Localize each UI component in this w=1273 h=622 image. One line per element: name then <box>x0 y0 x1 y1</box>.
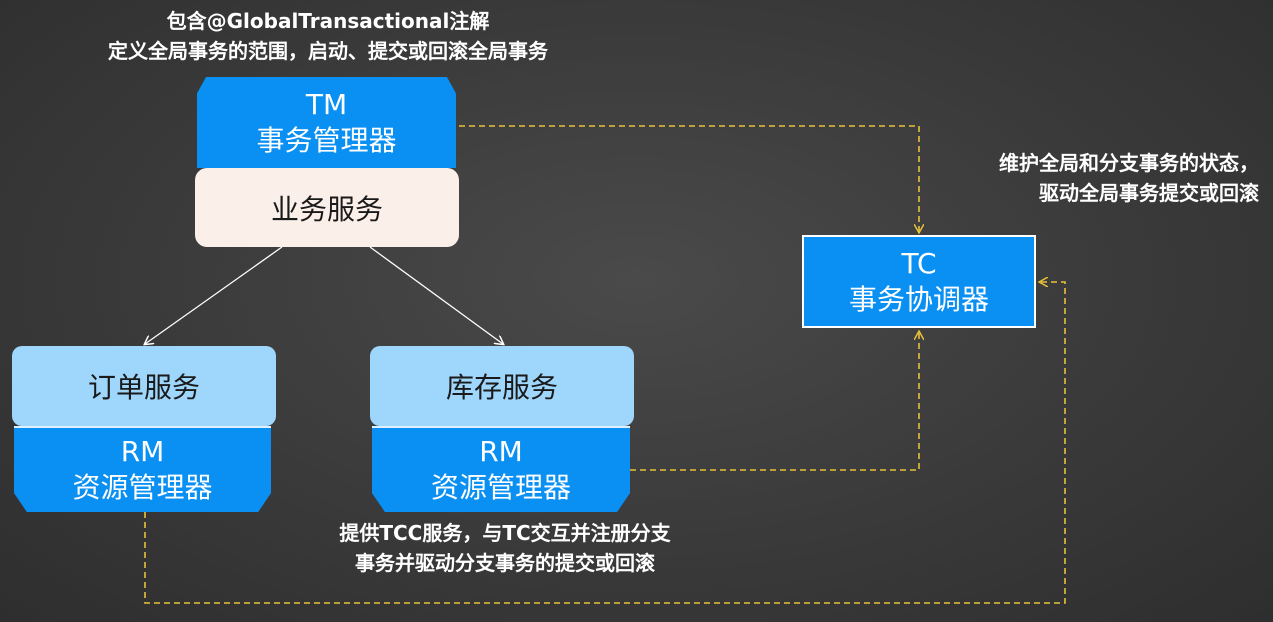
dashed-link-rm-order-to-tc <box>144 282 1066 604</box>
rm-description-line1: 提供TCC服务，与TC交互并注册分支 <box>339 521 671 545</box>
tm-name: 事务管理器 <box>256 123 397 157</box>
rm-inventory-abbr: RM <box>479 435 523 468</box>
rm-inventory-node: RM 资源管理器 <box>372 426 630 512</box>
tc-name: 事务协调器 <box>848 282 989 316</box>
business-service-node: 业务服务 <box>195 168 459 247</box>
dashed-link-rm-inventory-to-tc <box>630 332 919 471</box>
tc-node: TC 事务协调器 <box>802 235 1036 328</box>
dashed-link-tm-to-tc <box>459 125 919 232</box>
tc-description-line2: 驱动全局事务提交或回滚 <box>1039 181 1259 205</box>
inventory-service-node: 库存服务 <box>370 346 634 426</box>
tm-description: 包含@GlobalTransactional注解 定义全局事务的范围，启动、提交… <box>0 6 656 66</box>
rm-order-name: 资源管理器 <box>72 471 213 504</box>
tc-description: 维护全局和分支事务的状态， 驱动全局事务提交或回滚 <box>999 148 1259 208</box>
rm-inventory-name: 资源管理器 <box>430 471 571 504</box>
rm-order-abbr: RM <box>120 435 165 468</box>
rm-description: 提供TCC服务，与TC交互并注册分支 事务并驱动分支事务的提交或回滚 <box>300 518 710 578</box>
arrow-business-to-order <box>145 246 283 344</box>
order-service-name: 订单服务 <box>87 371 200 404</box>
tm-description-line1: 包含@GlobalTransactional注解 <box>166 9 490 33</box>
order-service-node: 订单服务 <box>12 346 276 426</box>
tm-description-line2: 定义全局事务的范围，启动、提交或回滚全局事务 <box>108 39 548 63</box>
tc-description-line1: 维护全局和分支事务的状态， <box>999 151 1259 175</box>
rm-description-line2: 事务并驱动分支事务的提交或回滚 <box>355 551 655 575</box>
inventory-service-name: 库存服务 <box>445 371 558 404</box>
tc-abbr: TC <box>901 246 937 280</box>
tm-node: TM 事务管理器 <box>197 77 456 168</box>
rm-order-node: RM 资源管理器 <box>14 426 271 512</box>
business-service-name: 业务服务 <box>270 192 383 226</box>
arrow-business-to-inventory <box>369 246 503 344</box>
tm-abbr: TM <box>305 87 348 121</box>
